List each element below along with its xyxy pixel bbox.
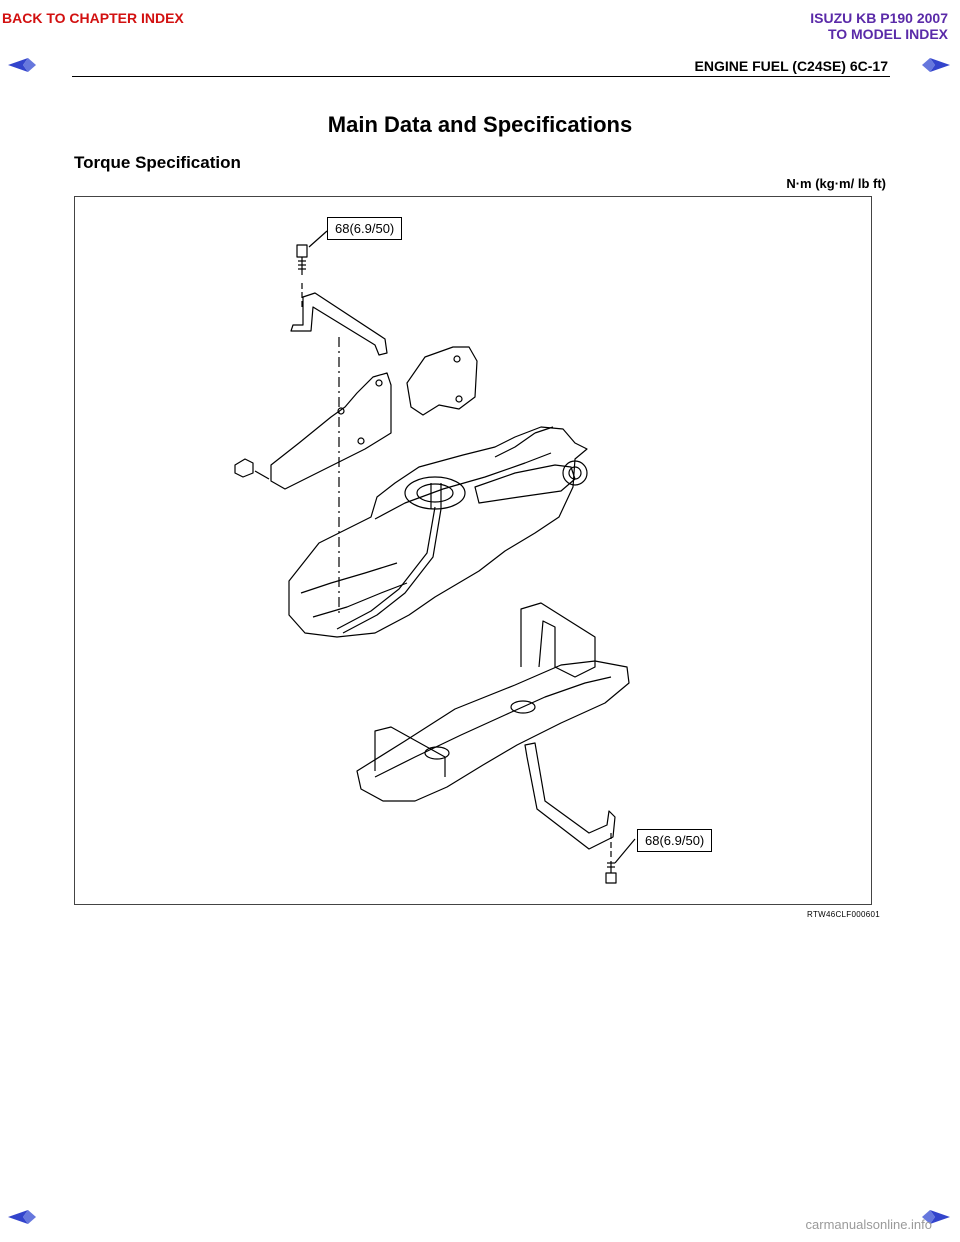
figure-id: RTW46CLF000601 <box>807 910 880 919</box>
bolt-lower-icon <box>605 861 617 884</box>
fuel-tank-icon <box>288 426 588 638</box>
to-model-index-link[interactable]: TO MODEL INDEX <box>827 26 948 42</box>
watermark: carmanualsonline.info <box>805 1217 932 1232</box>
strap-lower-icon <box>524 742 616 850</box>
model-title: ISUZU KB P190 2007 <box>810 10 948 26</box>
bolt-icon <box>296 244 308 275</box>
clip-icon <box>234 458 254 478</box>
protector-icon <box>406 346 478 416</box>
header-divider <box>72 76 890 77</box>
filler-neck-icon <box>474 464 576 504</box>
heat-shield-icon <box>270 372 392 490</box>
section-title: Torque Specification <box>74 153 241 172</box>
tray-icon <box>356 660 630 802</box>
next-page-arrow-bottom-icon[interactable] <box>922 1210 950 1224</box>
previous-page-arrow-icon[interactable] <box>8 58 36 72</box>
torque-units: N·m (kg·m/ lb ft) <box>786 176 886 191</box>
torque-callout-bottom: 68(6.9/50) <box>637 829 713 852</box>
fuel-tank-diagram: 68(6.9/50) 68(6.9/50) <box>74 196 872 905</box>
torque-callout-top: 68(6.9/50) <box>327 217 403 240</box>
fuel-tank-exploded-view-icon <box>234 230 636 884</box>
model-index-block: ISUZU KB P190 2007 TO MODEL INDEX <box>810 10 948 42</box>
previous-page-arrow-bottom-icon[interactable] <box>8 1210 36 1224</box>
next-page-arrow-icon[interactable] <box>922 58 950 72</box>
fuel-pump-icon <box>404 476 466 510</box>
back-to-chapter-index-link[interactable]: BACK TO CHAPTER INDEX <box>2 10 184 26</box>
strap-icon <box>290 292 388 356</box>
page-title: Main Data and Specifications <box>327 112 633 137</box>
section-header: ENGINE FUEL (C24SE) 6C-17 <box>694 58 888 74</box>
